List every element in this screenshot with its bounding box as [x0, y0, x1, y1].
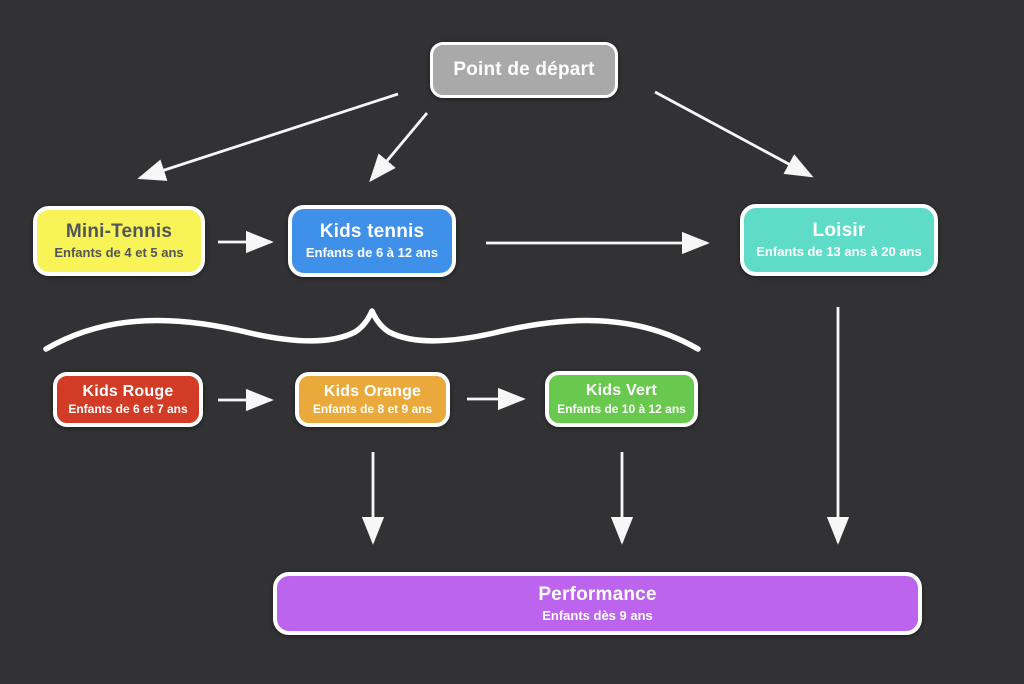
arrow-depart-to-mini-tennis: [137, 92, 399, 181]
curly-brace: [43, 308, 701, 352]
node-subtitle: Enfants de 6 à 12 ans: [305, 245, 439, 261]
arrow-depart-to-kids-tennis: [369, 112, 429, 183]
node-title: Loisir: [812, 220, 866, 242]
node-point-de-depart[interactable]: Point de départ: [430, 42, 618, 98]
node-title: Kids Vert: [585, 382, 658, 400]
node-mini-tennis[interactable]: Mini-Tennis Enfants de 4 et 5 ans: [33, 206, 205, 276]
node-subtitle: Enfants de 4 et 5 ans: [54, 245, 184, 261]
arrow-depart-to-loisir: [654, 90, 814, 178]
node-kids-rouge[interactable]: Kids Rouge Enfants de 6 et 7 ans: [53, 372, 203, 427]
node-subtitle: Enfants de 8 et 9 ans: [312, 402, 433, 416]
node-kids-vert[interactable]: Kids Vert Enfants de 10 à 12 ans: [545, 371, 698, 427]
node-title: Performance: [538, 583, 657, 605]
node-title: Point de départ: [453, 59, 595, 81]
node-subtitle: Enfants de 6 et 7 ans: [68, 402, 188, 416]
node-kids-orange[interactable]: Kids Orange Enfants de 8 et 9 ans: [295, 372, 450, 427]
node-subtitle: Enfants de 13 ans à 20 ans: [756, 244, 922, 260]
node-subtitle: Enfants dès 9 ans: [542, 607, 653, 623]
node-performance[interactable]: Performance Enfants dès 9 ans: [273, 572, 922, 635]
node-title: Kids Rouge: [82, 382, 174, 400]
node-title: Kids tennis: [319, 221, 425, 243]
node-loisir[interactable]: Loisir Enfants de 13 ans à 20 ans: [740, 204, 938, 276]
node-kids-tennis[interactable]: Kids tennis Enfants de 6 à 12 ans: [288, 205, 456, 277]
node-title: Mini-Tennis: [65, 221, 173, 243]
node-title: Kids Orange: [323, 382, 422, 400]
node-subtitle: Enfants de 10 à 12 ans: [557, 401, 686, 416]
